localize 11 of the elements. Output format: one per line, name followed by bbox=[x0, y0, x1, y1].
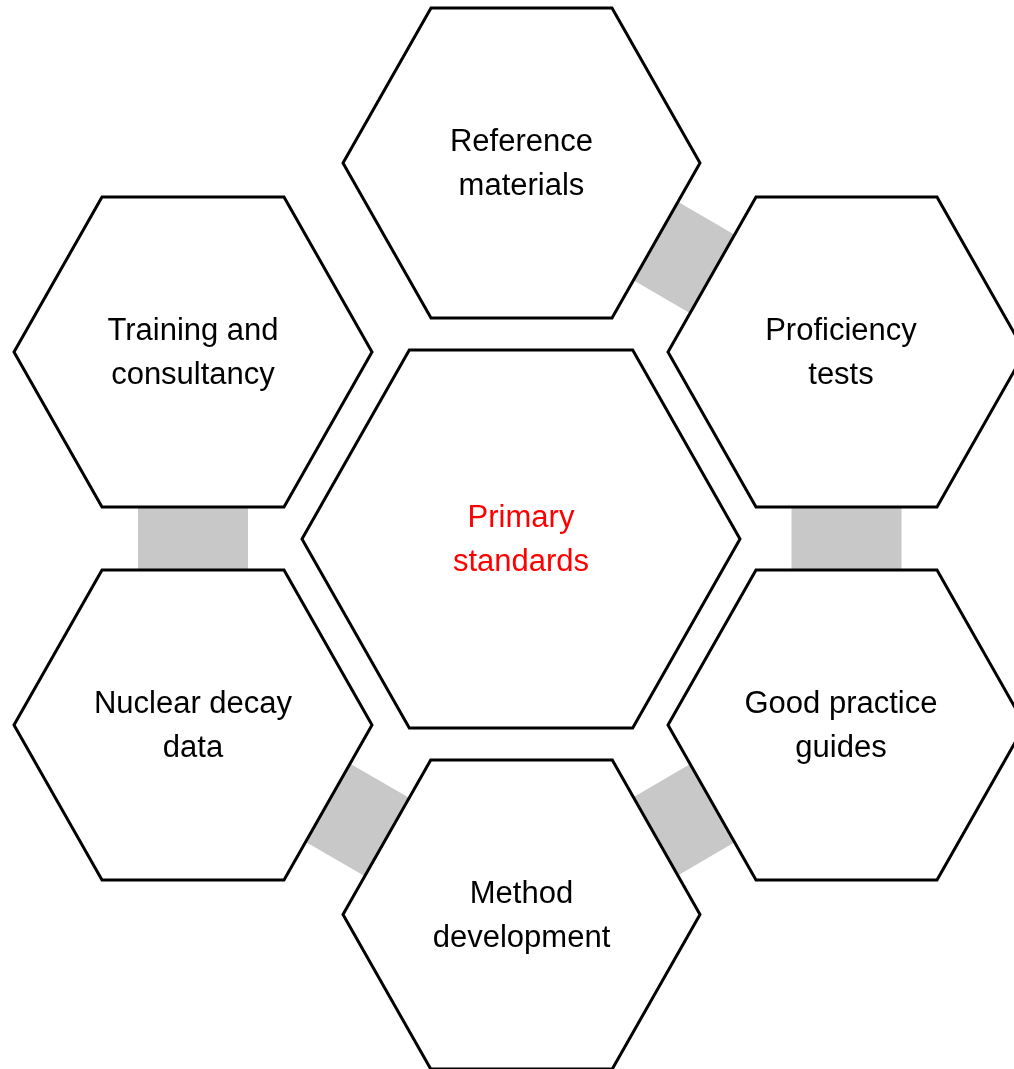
hexagon-label: Primary standards bbox=[451, 498, 591, 580]
hexagon-label: Nuclear decay data bbox=[92, 684, 294, 766]
connector-band bbox=[633, 202, 735, 313]
connector-band bbox=[633, 764, 735, 876]
hexagon-label: Method development bbox=[431, 873, 612, 956]
hexagon-label: Good practice guides bbox=[743, 684, 939, 766]
hexagon-label: Proficiency tests bbox=[764, 311, 918, 393]
connector-band bbox=[305, 763, 410, 876]
hexagon-label: Reference materials bbox=[449, 122, 594, 204]
hexagon-label: Training and consultancy bbox=[106, 311, 280, 393]
connector-band bbox=[791, 507, 902, 570]
